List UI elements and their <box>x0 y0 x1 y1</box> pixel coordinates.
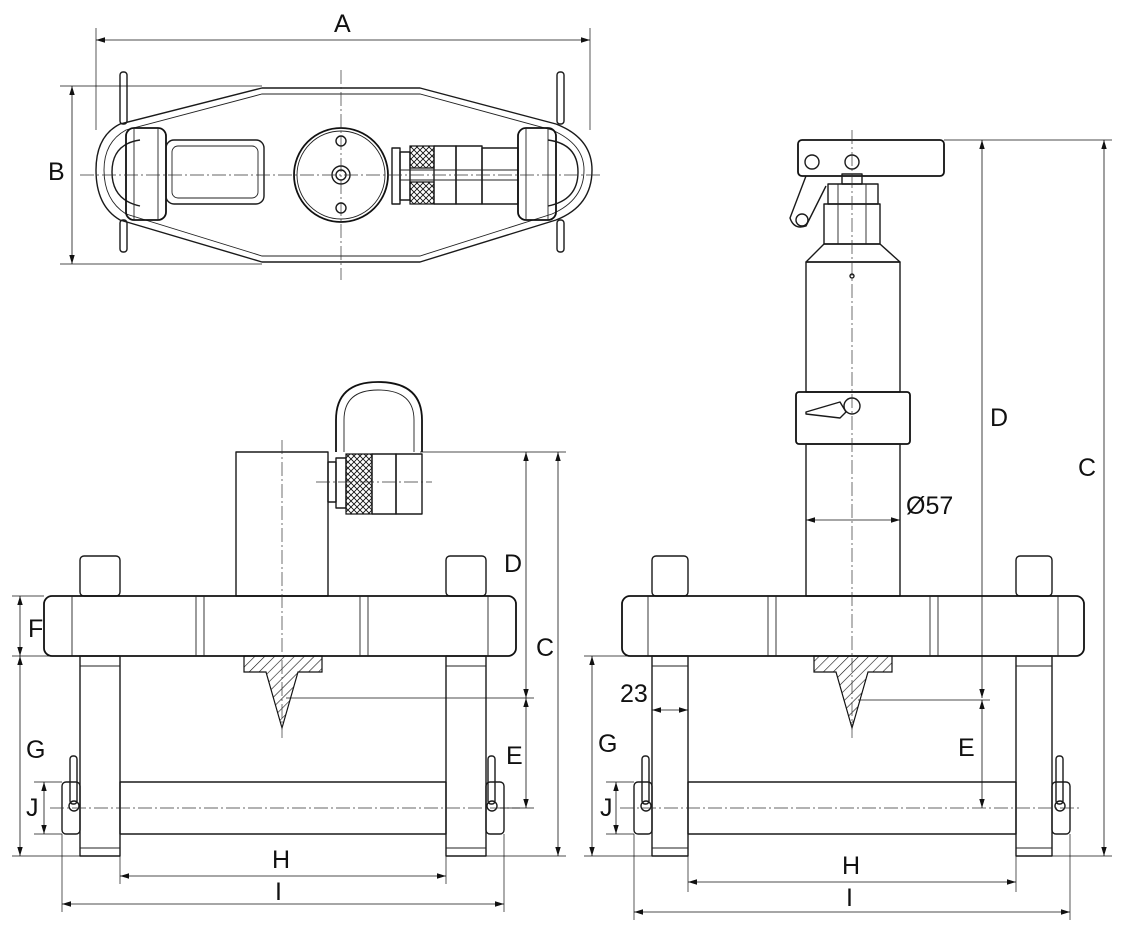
label-D-right: D <box>990 404 1008 432</box>
label-E-right: E <box>958 734 975 762</box>
label-23: 23 <box>620 680 648 708</box>
label-G-right: G <box>598 730 617 758</box>
label-I-left: I <box>275 878 282 906</box>
label-D-left: D <box>504 550 522 578</box>
top-view <box>80 70 600 280</box>
label-H-right: H <box>842 852 860 880</box>
label-C-right: C <box>1078 454 1096 482</box>
label-B: B <box>48 158 65 186</box>
dimension-labels: A B D C E F G J H I D C Ø57 23 G E J H I <box>26 10 1096 912</box>
label-C-left: C <box>536 634 554 662</box>
front-view-right-dimensions <box>584 139 1112 920</box>
label-E-left: E <box>506 742 523 770</box>
front-view-right <box>620 130 1085 857</box>
label-I-right: I <box>846 884 853 912</box>
front-view-left <box>43 381 520 857</box>
label-H-left: H <box>272 846 290 874</box>
front-view-dimensions <box>12 451 566 912</box>
label-F-left: F <box>28 615 43 643</box>
label-J-left: J <box>26 794 39 822</box>
label-J-right: J <box>600 794 613 822</box>
label-dia57: Ø57 <box>906 492 953 520</box>
label-A: A <box>334 10 351 38</box>
top-view-dimensions <box>60 28 591 265</box>
label-G-left: G <box>26 736 45 764</box>
